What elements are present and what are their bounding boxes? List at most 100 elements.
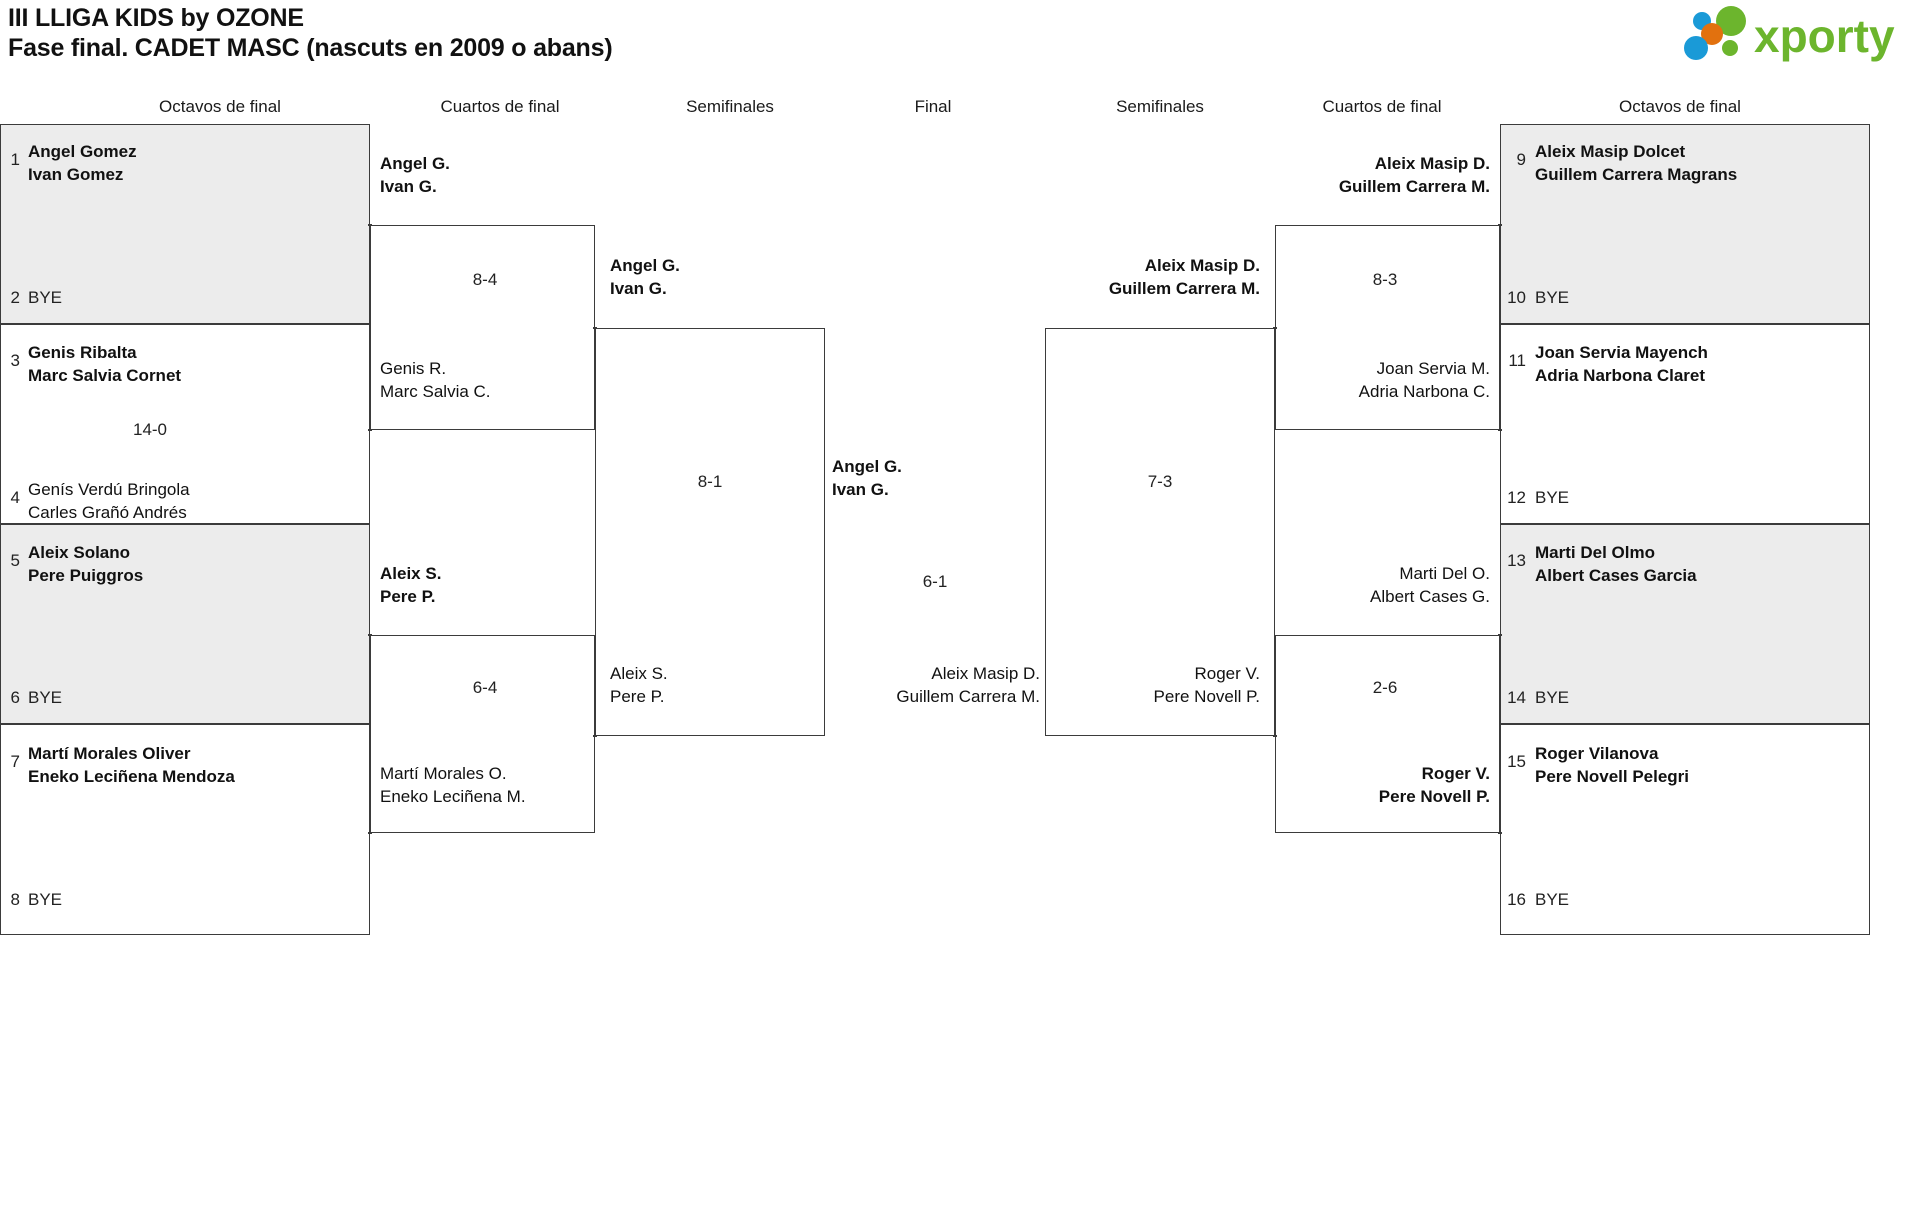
seed-number-14: 14 bbox=[1507, 688, 1526, 707]
r16-match-2[interactable] bbox=[0, 324, 370, 524]
round-header-right-sf: Semifinales bbox=[1116, 97, 1204, 116]
connector-left-a bbox=[368, 224, 372, 226]
r16-1-opponent-bye: BYE bbox=[28, 288, 63, 307]
r16-3-player2: Pere Puiggros bbox=[28, 566, 144, 585]
tournament-title: III LLIGA KIDS by OZONE bbox=[8, 4, 304, 32]
r16-3-player1: Aleix Solano bbox=[28, 543, 131, 562]
r16-2-player2: Marc Salvia Cornet bbox=[28, 366, 182, 385]
qf-right-1-top-p2: Guillem Carrera M. bbox=[1338, 177, 1490, 196]
connector-left-e bbox=[593, 327, 597, 329]
qf-left-2-bottom-p1: Martí Morales O. bbox=[380, 764, 507, 783]
sf-right-score: 7-3 bbox=[1147, 472, 1173, 491]
connector-left-c bbox=[368, 634, 372, 636]
sf-left-score: 8-1 bbox=[697, 472, 723, 491]
qf-right-2-score: 2-6 bbox=[1372, 678, 1398, 697]
seed-number-16: 16 bbox=[1507, 890, 1526, 909]
qf-left-1-top-p2: Ivan G. bbox=[380, 177, 437, 196]
qf-left-match-2[interactable] bbox=[370, 635, 595, 833]
seed-number-7: 7 bbox=[10, 752, 20, 771]
r16-8-player2: Pere Novell Pelegri bbox=[1535, 767, 1690, 786]
qf-right-1-top-p1: Aleix Masip D. bbox=[1374, 154, 1490, 173]
seed-number-8: 8 bbox=[10, 890, 20, 909]
r16-6-player2: Adria Narbona Claret bbox=[1535, 366, 1706, 385]
seed-number-10: 10 bbox=[1507, 288, 1526, 307]
qf-left-2-top-p1: Aleix S. bbox=[380, 564, 442, 583]
xporty-logo: xporty bbox=[1668, 4, 1908, 64]
sf-left-top-p2: Ivan G. bbox=[610, 279, 667, 298]
seed-number-1: 1 bbox=[10, 150, 20, 169]
connector-left-d bbox=[368, 832, 372, 834]
final-bottom-p2: Guillem Carrera M. bbox=[896, 687, 1040, 706]
sf-right-top-p2: Guillem Carrera M. bbox=[1108, 279, 1260, 298]
tournament-subtitle: Fase final. CADET MASC (nascuts en 2009 … bbox=[8, 34, 613, 62]
seed-number-12: 12 bbox=[1507, 488, 1526, 507]
r16-5-opponent-bye: BYE bbox=[1535, 288, 1570, 307]
connector-left-f bbox=[593, 735, 597, 737]
sf-right-match[interactable] bbox=[1045, 328, 1275, 736]
r16-1-player2: Ivan Gomez bbox=[28, 165, 124, 184]
r16-7-player1: Marti Del Olmo bbox=[1535, 543, 1655, 562]
final-top-p2: Ivan G. bbox=[832, 480, 889, 499]
qf-left-1-top-p1: Angel G. bbox=[380, 154, 450, 173]
qf-right-2-top-p1: Marti Del O. bbox=[1399, 564, 1490, 583]
sf-left-match[interactable] bbox=[595, 328, 825, 736]
qf-left-2-bottom-p2: Eneko Leciñena M. bbox=[380, 787, 526, 806]
r16-4-opponent-bye: BYE bbox=[28, 890, 63, 909]
r16-6-player1: Joan Servia Mayench bbox=[1535, 343, 1708, 362]
r16-7-opponent-bye: BYE bbox=[1535, 688, 1570, 707]
connector-right-c bbox=[1498, 634, 1502, 636]
sf-right-bottom-p2: Pere Novell P. bbox=[1153, 687, 1260, 706]
round-header-left-qf: Cuartos de final bbox=[440, 97, 560, 116]
xporty-logo-icon: xporty bbox=[1684, 6, 1895, 62]
r16-7-player2: Albert Cases Garcia bbox=[1535, 566, 1697, 585]
round-header-left-sf: Semifinales bbox=[686, 97, 774, 116]
qf-left-1-score: 8-4 bbox=[472, 270, 498, 289]
qf-left-1-bottom-p1: Genis R. bbox=[380, 359, 447, 378]
r16-match-4[interactable] bbox=[0, 724, 370, 935]
connector-right-e bbox=[1273, 327, 1277, 329]
final-bottom-p1: Aleix Masip D. bbox=[931, 664, 1040, 683]
r16-match-7[interactable] bbox=[1500, 524, 1870, 724]
r16-3-opponent-bye: BYE bbox=[28, 688, 63, 707]
sf-right-top-p1: Aleix Masip D. bbox=[1144, 256, 1260, 275]
r16-8-player1: Roger Vilanova bbox=[1535, 744, 1659, 763]
qf-right-1-bottom-p1: Joan Servia M. bbox=[1376, 359, 1490, 378]
r16-match-1[interactable] bbox=[0, 124, 370, 324]
qf-left-1-bottom-p2: Marc Salvia C. bbox=[380, 382, 491, 401]
r16-match-6[interactable] bbox=[1500, 324, 1870, 524]
qf-right-1-score: 8-3 bbox=[1372, 270, 1398, 289]
seed-number-5: 5 bbox=[10, 551, 20, 570]
sf-left-top-p1: Angel G. bbox=[610, 256, 680, 275]
seed-number-2: 2 bbox=[10, 288, 20, 307]
connector-right-d bbox=[1498, 832, 1502, 834]
round-header-right-qf: Cuartos de final bbox=[1322, 97, 1442, 116]
qf-left-2-top-p2: Pere P. bbox=[380, 587, 436, 606]
r16-2-opponent-player1: Genís Verdú Bringola bbox=[28, 480, 190, 499]
seed-number-15: 15 bbox=[1507, 752, 1526, 771]
qf-right-match-2[interactable] bbox=[1275, 635, 1500, 833]
r16-5-player1: Aleix Masip Dolcet bbox=[1535, 142, 1686, 161]
svg-text:xporty: xporty bbox=[1754, 10, 1895, 62]
r16-4-player1: Martí Morales Oliver bbox=[28, 744, 191, 763]
r16-2-score: 14-0 bbox=[132, 420, 168, 439]
qf-right-2-top-p2: Albert Cases G. bbox=[1370, 587, 1490, 606]
qf-left-2-score: 6-4 bbox=[472, 678, 498, 697]
sf-right-bottom-p1: Roger V. bbox=[1194, 664, 1260, 683]
r16-match-8[interactable] bbox=[1500, 724, 1870, 935]
r16-4-player2: Eneko Leciñena Mendoza bbox=[28, 767, 235, 786]
qf-right-2-bottom-p2: Pere Novell P. bbox=[1378, 787, 1490, 806]
qf-right-1-bottom-p2: Adria Narbona C. bbox=[1358, 382, 1490, 401]
r16-5-player2: Guillem Carrera Magrans bbox=[1535, 165, 1738, 184]
r16-8-opponent-bye: BYE bbox=[1535, 890, 1570, 909]
connector-right-b bbox=[1498, 429, 1502, 431]
r16-6-opponent-bye: BYE bbox=[1535, 488, 1570, 507]
connector-right-a bbox=[1498, 224, 1502, 226]
connector-right-f bbox=[1273, 735, 1277, 737]
r16-match-5[interactable] bbox=[1500, 124, 1870, 324]
final-top-p1: Angel G. bbox=[832, 457, 902, 476]
r16-2-player1: Genis Ribalta bbox=[28, 343, 137, 362]
r16-match-3[interactable] bbox=[0, 524, 370, 724]
r16-1-player1: Angel Gomez bbox=[28, 142, 137, 161]
final-score: 6-1 bbox=[922, 572, 948, 591]
